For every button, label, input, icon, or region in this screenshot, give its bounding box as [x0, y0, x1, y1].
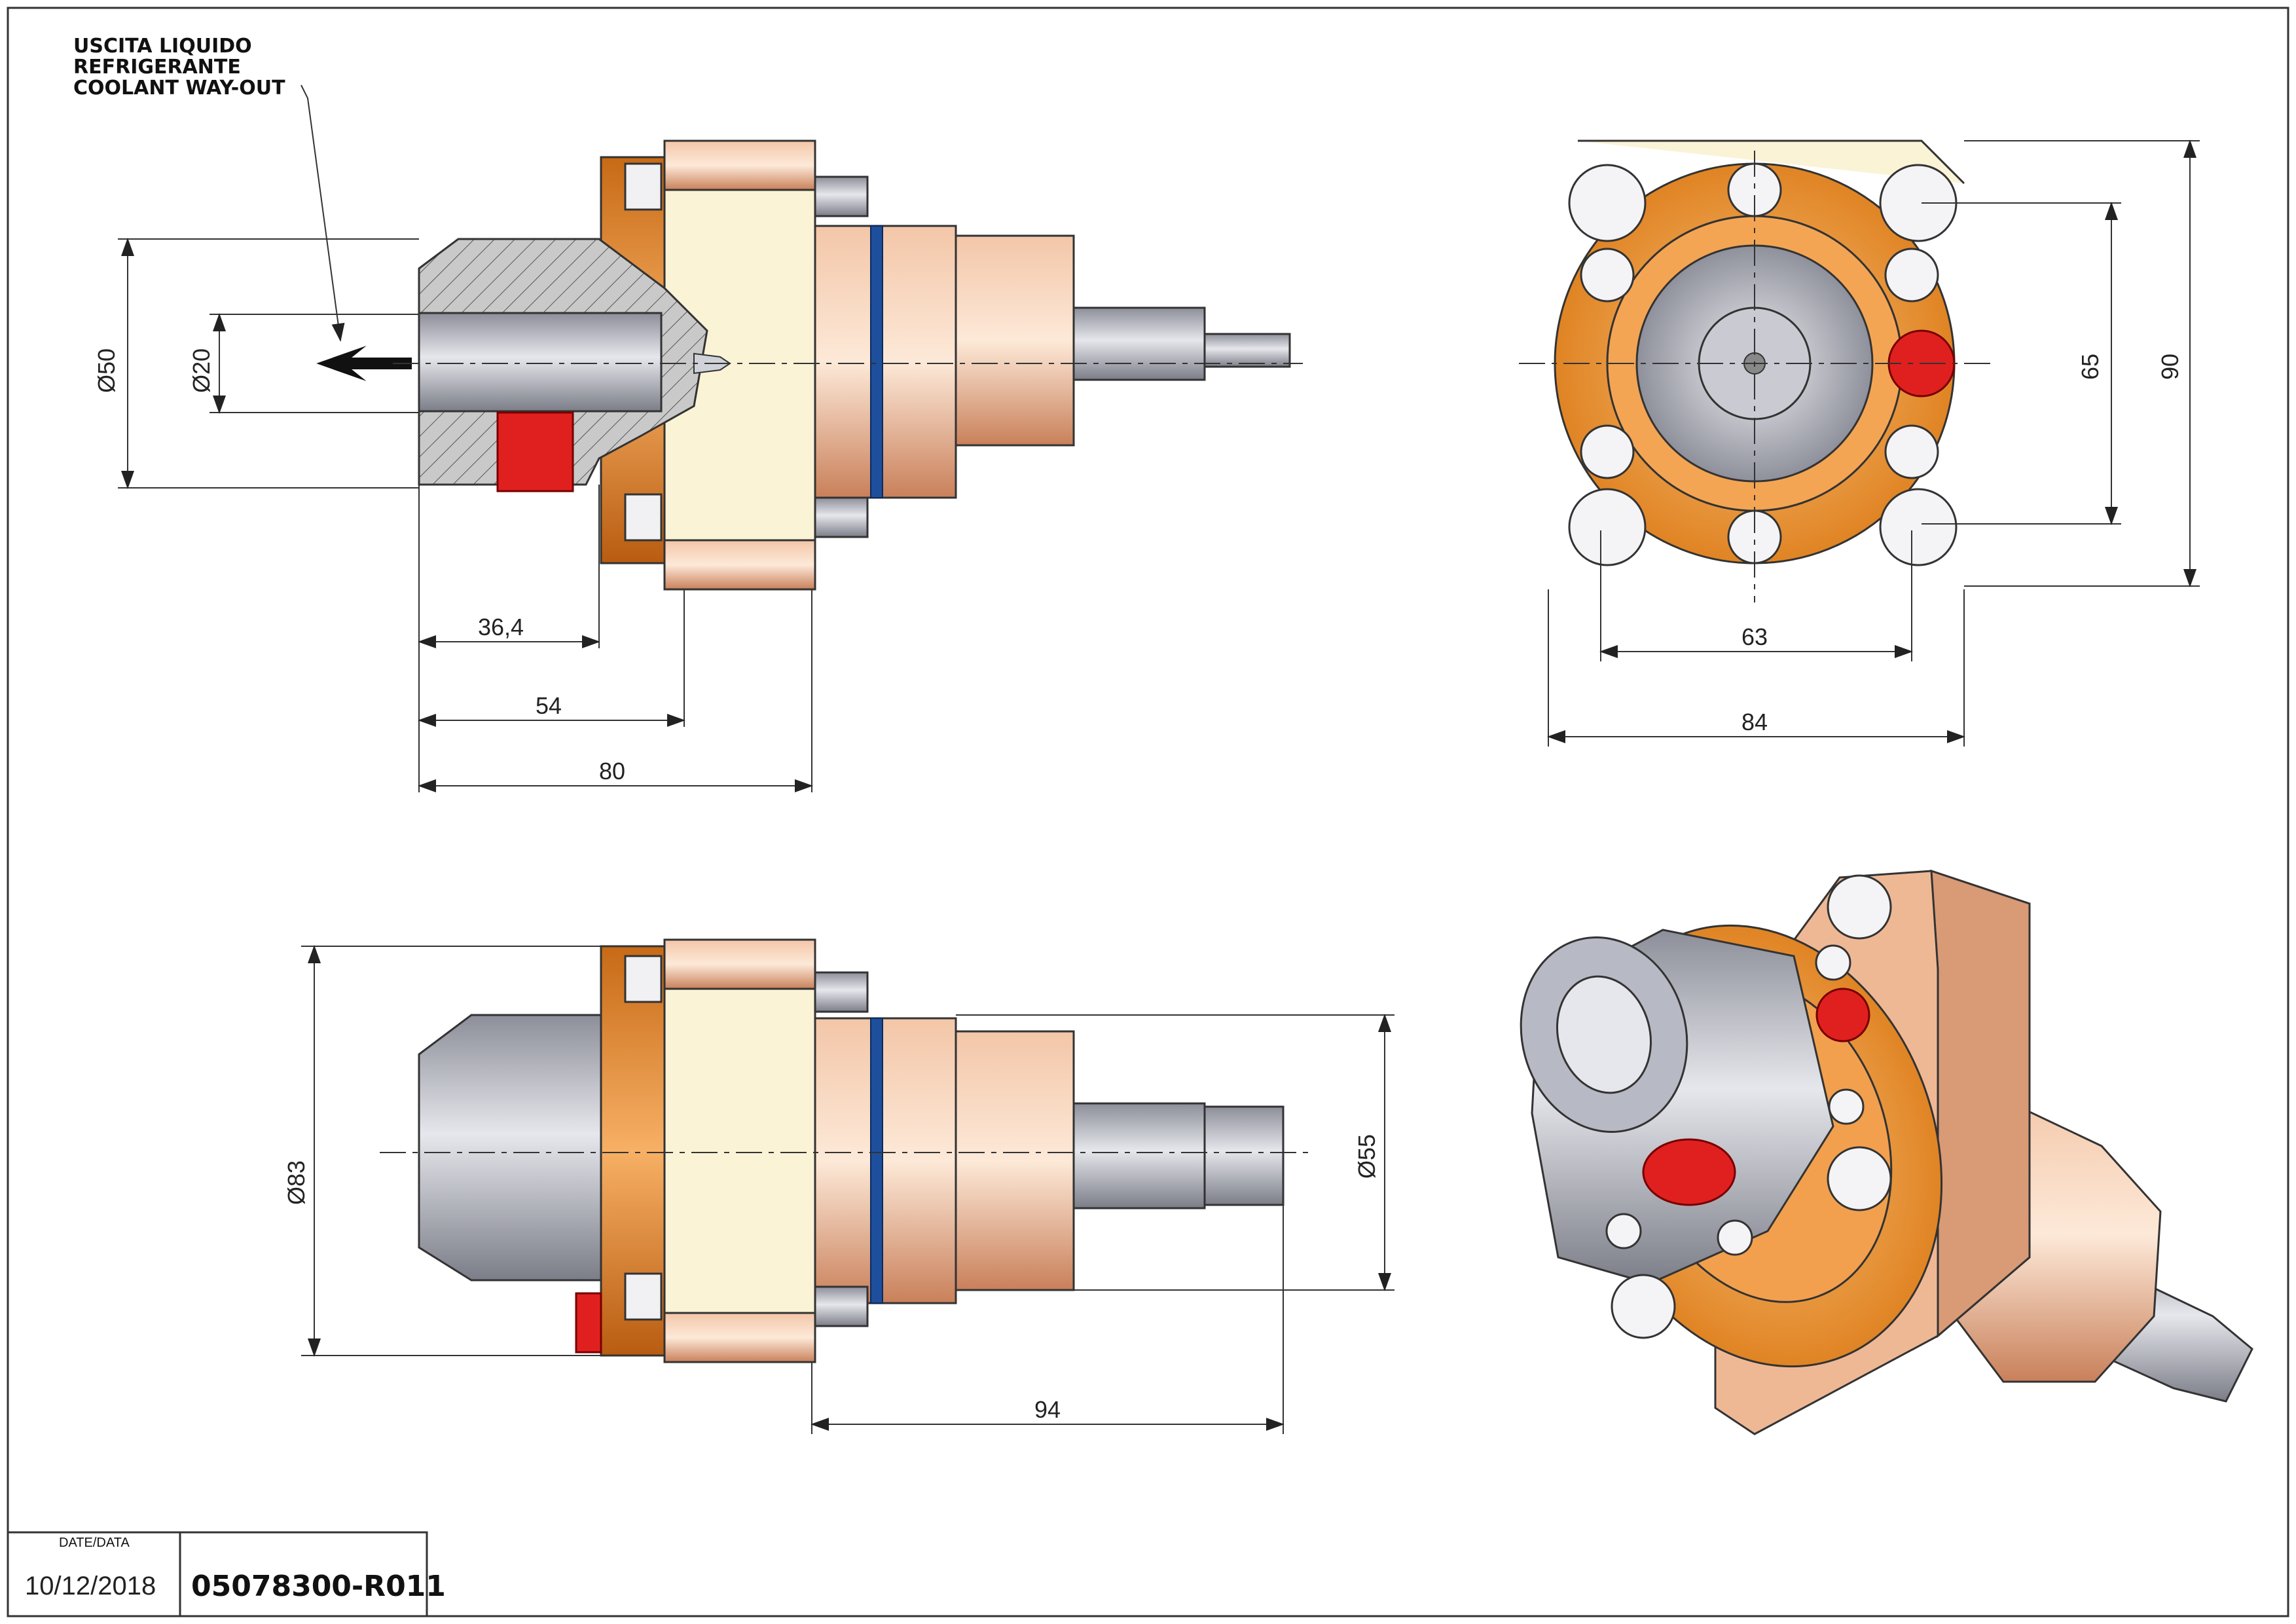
drawing-code: 05078300-R011 — [191, 1570, 446, 1603]
spindle-housing — [955, 234, 1075, 447]
square-drive-tip — [1203, 1105, 1285, 1206]
dim-d20: Ø20 — [188, 348, 215, 393]
spindle-housing-2 — [955, 1030, 1075, 1291]
stud-top-2 — [814, 971, 869, 1013]
title-block — [7, 1531, 428, 1617]
o-ring — [870, 225, 883, 498]
dim-d55: Ø55 — [1353, 1134, 1380, 1179]
dim-d50: Ø50 — [93, 348, 120, 393]
dim-65: 65 — [2077, 354, 2104, 380]
iso-nose-bore — [1556, 975, 1652, 1094]
dim-d83: Ø83 — [283, 1160, 310, 1205]
steel-nose-2 — [418, 1014, 602, 1282]
date-label: DATE/DATA — [59, 1536, 130, 1550]
o-ring-2 — [870, 1018, 883, 1304]
iso-screw-5 — [1828, 1088, 1865, 1125]
small-screw-l2 — [1580, 424, 1635, 479]
flange-screw-bottom-2 — [624, 1272, 663, 1321]
coolant-arrow — [312, 343, 413, 384]
iso-screw-3 — [1611, 1274, 1676, 1339]
stud-top — [814, 175, 869, 217]
small-screw-l1 — [1580, 248, 1635, 303]
square-body-2 — [663, 938, 816, 1363]
note-line-2: REFRIGERANTE — [73, 56, 241, 79]
square-drive-shaft — [1072, 1102, 1206, 1209]
iso-screw-1 — [1827, 874, 1892, 940]
iso-screw-4 — [1815, 944, 1851, 981]
side-section-dimensions — [118, 84, 813, 792]
flange-screw-top — [624, 162, 663, 211]
dim-54: 54 — [536, 692, 562, 719]
dim-90: 90 — [2157, 354, 2183, 380]
bearing-collar — [814, 225, 957, 499]
square-flange-plate — [1578, 139, 1965, 185]
flange-screw-top-2 — [624, 955, 663, 1003]
socket-screw-tl — [1568, 164, 1647, 242]
dim-84: 84 — [1741, 709, 1768, 735]
coolant-bore — [418, 312, 663, 413]
sheet-border — [7, 7, 2289, 1617]
bearing-collar-2 — [814, 1017, 957, 1304]
small-screw-r2 — [1884, 424, 1939, 479]
stud-bottom-2 — [814, 1285, 869, 1327]
iso-red-plug-1 — [1815, 987, 1870, 1043]
note-line-1: USCITA LIQUIDO — [73, 35, 252, 58]
shaft-tip — [1203, 333, 1291, 368]
date-value: 10/12/2018 — [25, 1572, 156, 1600]
isometric-view — [1520, 869, 2253, 1435]
dim-36-4: 36,4 — [478, 614, 524, 640]
body-bottom-band-2 — [663, 1312, 816, 1363]
iso-screw-2 — [1827, 1146, 1892, 1211]
flange-screw-bottom — [624, 493, 663, 542]
socket-screw-br — [1879, 488, 1958, 566]
note-line-3: COOLANT WAY-OUT — [73, 77, 285, 100]
iso-screw-7 — [1605, 1213, 1642, 1249]
side-view — [380, 938, 1309, 1363]
side-view-dimensions — [301, 945, 1394, 1434]
side-section-view — [312, 139, 1303, 591]
red-plug-2 — [575, 1292, 602, 1354]
stud-bottom — [814, 496, 869, 538]
small-screw-r1 — [1884, 248, 1939, 303]
drive-shaft — [1072, 306, 1206, 381]
body-top-band-2 — [663, 938, 816, 990]
socket-screw-bl — [1568, 488, 1647, 566]
iso-body-side — [1930, 869, 2031, 1338]
red-plug — [496, 411, 574, 492]
iso-red-plug-2 — [1642, 1138, 1736, 1206]
front-view-dimensions — [1547, 139, 2200, 747]
body-top-band — [663, 139, 816, 191]
dim-80: 80 — [599, 758, 625, 784]
iso-screw-6 — [1717, 1219, 1753, 1256]
front-view — [1519, 139, 1997, 602]
dim-63: 63 — [1741, 623, 1768, 650]
dim-94: 94 — [1034, 1396, 1061, 1423]
body-bottom-band — [663, 539, 816, 591]
